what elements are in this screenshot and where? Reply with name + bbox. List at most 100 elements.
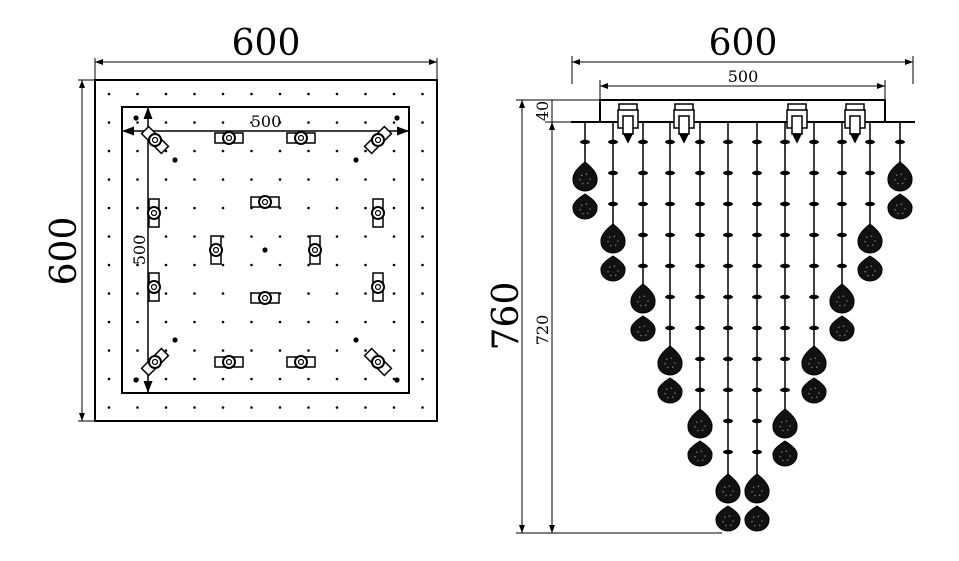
crystal-facet <box>665 358 668 361</box>
light-fixture <box>308 235 322 265</box>
crystal-facet <box>701 459 704 462</box>
grid-dot <box>278 406 282 409</box>
fixture-ring <box>222 355 236 369</box>
crystal-facet <box>757 515 760 518</box>
bead <box>638 170 648 176</box>
crystal-facet <box>637 300 639 303</box>
grid-dot <box>307 406 310 409</box>
grid-dot <box>221 178 225 181</box>
grid-dot <box>221 406 225 409</box>
grid-dot <box>335 206 339 210</box>
crystal-facet <box>836 330 838 333</box>
bead <box>780 356 790 362</box>
bead <box>780 325 790 331</box>
crystal-body <box>687 408 713 439</box>
socket-tip <box>849 133 861 144</box>
grid-dot <box>107 406 111 409</box>
grid-dot <box>278 263 282 267</box>
light-fixture <box>363 125 393 155</box>
grid-dot <box>364 406 367 409</box>
bead <box>837 139 847 145</box>
mount-point <box>394 377 400 383</box>
bead <box>809 294 819 300</box>
grid-dot <box>250 178 253 181</box>
crystal-facet <box>780 451 783 454</box>
socket-fixture <box>617 103 639 144</box>
light-fixture <box>250 195 280 209</box>
fixture-bulb <box>374 136 382 144</box>
fixture-ring <box>148 355 162 369</box>
inner-frame <box>121 106 410 394</box>
crystal-facet <box>644 334 647 337</box>
plate-width-label: 500 <box>728 67 759 86</box>
crystal-facet <box>586 182 589 185</box>
mount-point <box>394 115 400 121</box>
crystal-drop <box>600 255 626 282</box>
bead <box>865 201 875 207</box>
bead <box>752 170 762 176</box>
crystal-body <box>744 473 770 504</box>
crystal-facet <box>667 366 669 369</box>
bead <box>752 418 762 424</box>
crystal-facet <box>839 304 841 307</box>
bead <box>752 232 762 238</box>
crystal-facet <box>674 392 676 394</box>
crystal-facet <box>814 357 817 360</box>
bead <box>723 170 733 176</box>
bead <box>695 387 705 393</box>
grid-dot <box>107 206 111 210</box>
grid-dot <box>221 206 225 210</box>
outer-canopy <box>94 79 438 422</box>
grid-dot <box>164 178 168 181</box>
bead <box>809 201 819 207</box>
crystal-drop <box>630 315 656 342</box>
bead <box>723 263 733 269</box>
grid-dot <box>364 377 367 381</box>
grid-dot <box>193 178 196 181</box>
plate-height-label: 40 <box>533 101 552 121</box>
crystal-facet <box>786 459 789 462</box>
grid-dot <box>392 235 396 238</box>
crystal-facet <box>589 178 591 180</box>
crystal-facet <box>757 485 760 488</box>
socket-stem <box>622 115 634 135</box>
bead <box>665 325 675 331</box>
crystal-facet <box>697 429 699 432</box>
bead <box>723 139 733 145</box>
crystal-facet <box>870 265 873 268</box>
grid-dot <box>278 349 282 352</box>
crystal-drop <box>744 505 770 532</box>
grid-dot <box>335 292 339 295</box>
crystal-facet <box>751 490 753 493</box>
crystal-facet <box>638 326 641 329</box>
mount-point <box>133 115 139 121</box>
crystal-facet <box>613 235 616 238</box>
crystal-facet <box>728 485 731 488</box>
crystal-body <box>630 283 656 314</box>
fixture-bulb <box>225 134 233 142</box>
inner-depth-label: 500 <box>130 235 149 266</box>
grid-dot <box>364 121 367 124</box>
crystal-facet <box>695 421 698 424</box>
crystal-facet <box>644 304 647 307</box>
bead <box>695 356 705 362</box>
crystal-drop <box>744 473 770 504</box>
grid-dot <box>221 263 225 267</box>
crystal-facet <box>723 486 726 489</box>
grid-dot <box>421 121 424 124</box>
crystal-facet <box>846 330 848 332</box>
grid-dot <box>392 149 396 153</box>
crystal-facet <box>754 524 756 527</box>
crystal-drop <box>657 377 683 404</box>
grid-dot <box>364 263 367 267</box>
grid-dot <box>307 320 310 324</box>
crystal-facet <box>704 455 706 457</box>
grid-dot <box>164 263 168 267</box>
crystal-facet <box>674 362 676 364</box>
bead <box>723 387 733 393</box>
grid-dot <box>392 406 396 409</box>
crystal-facet <box>761 520 763 522</box>
grid-dot <box>221 349 225 352</box>
crystal-facet <box>670 387 673 390</box>
crystal-facet <box>725 494 727 497</box>
